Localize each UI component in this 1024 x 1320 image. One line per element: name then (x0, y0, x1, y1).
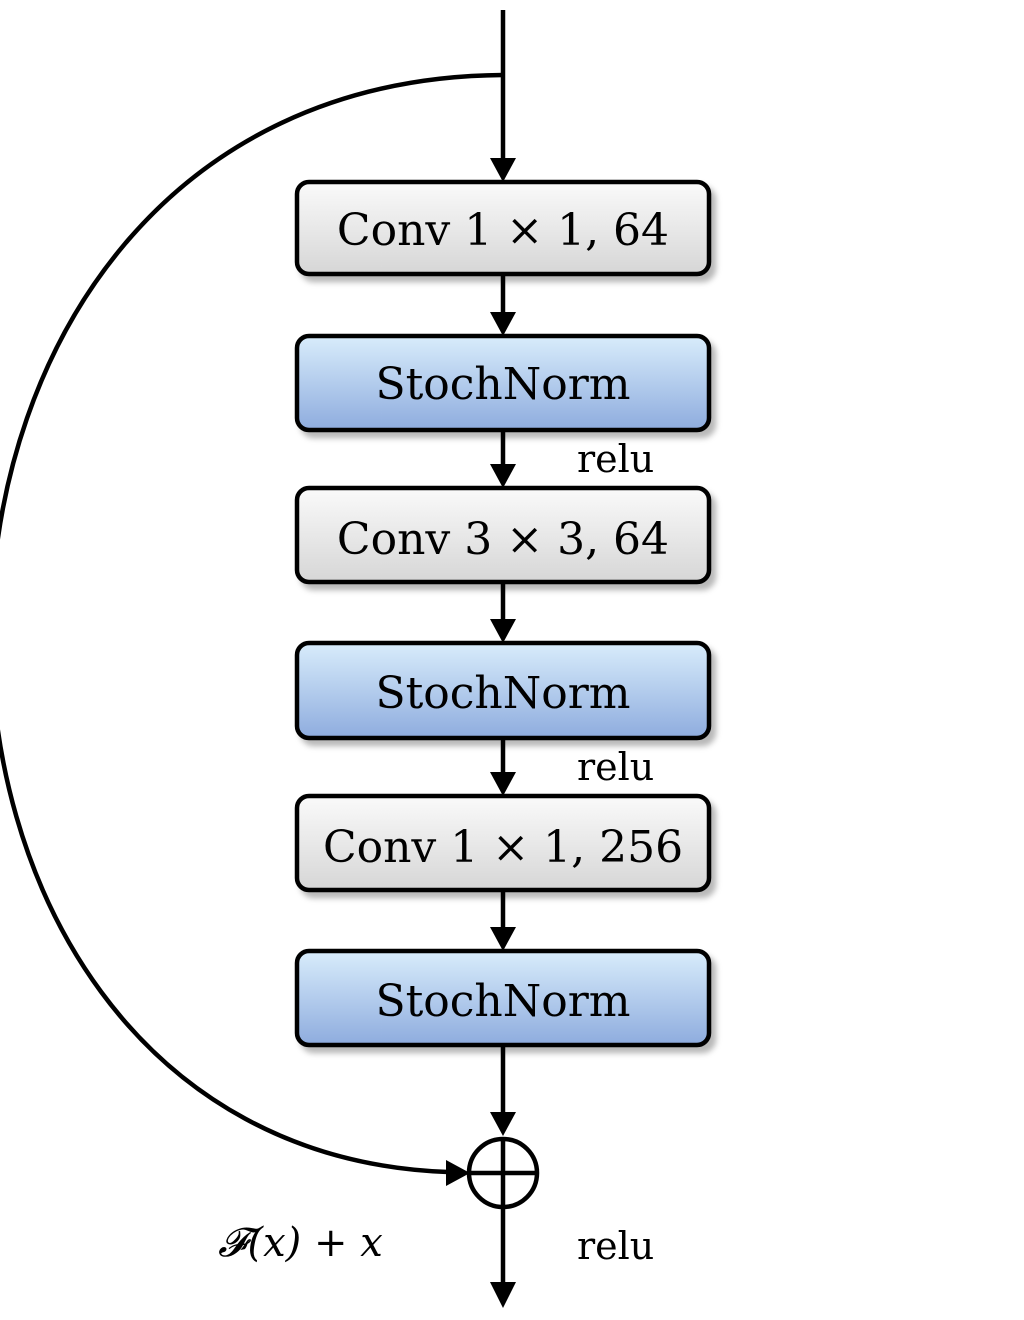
block-box (294, 485, 712, 585)
relu-label-1: relu (577, 437, 654, 481)
arrow-head (490, 158, 516, 182)
skip-connection (0, 72, 504, 1186)
arrow-head (490, 927, 516, 951)
arrow-head (490, 1282, 516, 1308)
block-label: StochNorm (375, 668, 630, 719)
block-stochnorm-3: StochNorm (294, 948, 712, 1048)
arrow-head (490, 312, 516, 336)
block-box (294, 640, 712, 741)
block-label: Conv 1 × 1, 64 (337, 205, 669, 256)
connectors (490, 10, 516, 1308)
sum-formula-label: 𝓕(x) + x (218, 1220, 383, 1266)
relu-label-2: relu (577, 745, 654, 789)
block-stochnorm-2: StochNorm (294, 640, 712, 741)
relu-label-3: relu (577, 1224, 654, 1268)
block-box (294, 948, 712, 1048)
block-box (294, 333, 712, 433)
skip-connection-curve (0, 72, 504, 1175)
block-box (294, 179, 712, 277)
block-stochnorm-1: StochNorm (294, 333, 712, 433)
arrow-head (490, 772, 516, 796)
block-conv-1x1-64: Conv 1 × 1, 64 (294, 179, 712, 277)
arrow-head (490, 1112, 516, 1136)
block-conv-3x3-64: Conv 3 × 3, 64 (294, 485, 712, 585)
block-label: StochNorm (375, 976, 630, 1027)
arrow-head (446, 1160, 470, 1186)
sum-node (466, 1136, 540, 1210)
block-label: StochNorm (375, 359, 630, 410)
arrow-head (490, 619, 516, 643)
block-label: Conv 3 × 3, 64 (337, 514, 669, 565)
block-label: Conv 1 × 1, 256 (323, 822, 683, 873)
block-conv-1x1-256: Conv 1 × 1, 256 (294, 793, 712, 893)
block-box (294, 793, 712, 893)
arrow-head (490, 464, 516, 488)
